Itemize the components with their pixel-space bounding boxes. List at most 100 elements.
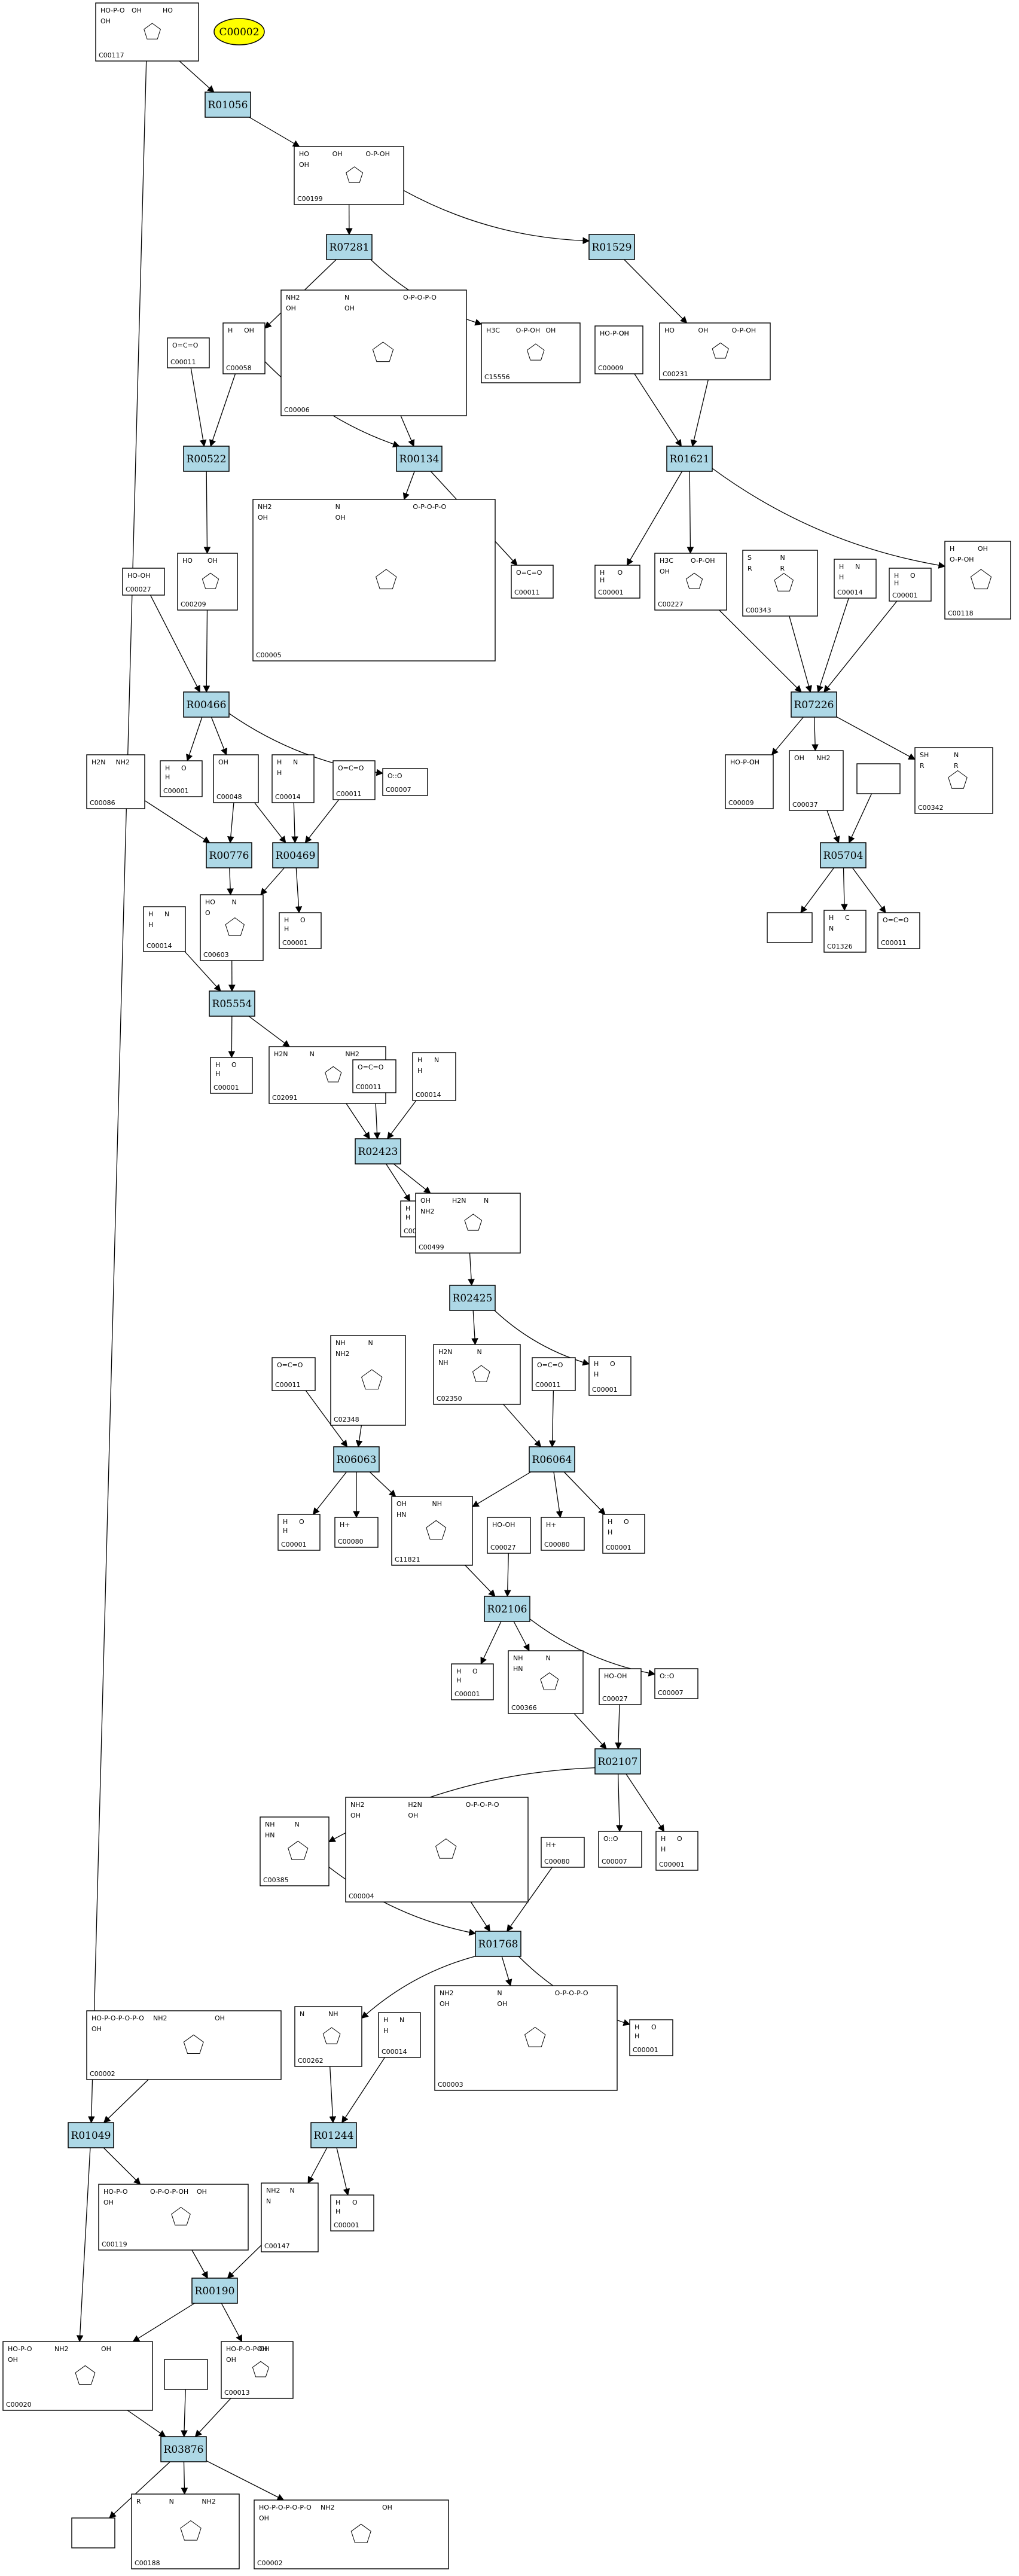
reaction-node[interactable]: R02425 bbox=[449, 1285, 496, 1311]
reaction-node[interactable]: R01049 bbox=[68, 2122, 114, 2148]
compound-node[interactable] bbox=[164, 2359, 208, 2390]
reaction-node[interactable]: R05704 bbox=[820, 842, 867, 868]
reaction-node[interactable]: R05554 bbox=[209, 990, 255, 1017]
reaction-node[interactable]: R06064 bbox=[529, 1446, 575, 1473]
compound-node[interactable] bbox=[856, 763, 901, 794]
compound-node[interactable]: H+C00080 bbox=[541, 1837, 585, 1868]
reaction-node[interactable]: R03876 bbox=[160, 2436, 207, 2462]
edge-group bbox=[190, 367, 207, 447]
reaction-node[interactable]: R02107 bbox=[594, 1748, 641, 1775]
reaction-node[interactable]: R07281 bbox=[326, 234, 373, 260]
ring-glyph bbox=[774, 572, 794, 592]
compound-node[interactable]: H+C00080 bbox=[541, 1517, 585, 1551]
reaction-node[interactable]: R00522 bbox=[183, 446, 230, 472]
reaction-node[interactable]: R01056 bbox=[205, 92, 251, 118]
compound-node[interactable] bbox=[767, 912, 813, 943]
reaction-node[interactable]: R00134 bbox=[396, 446, 443, 472]
reaction-node[interactable]: R00776 bbox=[206, 842, 252, 868]
reaction-node[interactable]: R01244 bbox=[310, 2122, 357, 2148]
reaction-node[interactable]: R07226 bbox=[791, 691, 837, 718]
reaction-node[interactable]: R00469 bbox=[272, 842, 319, 868]
compound-node[interactable] bbox=[71, 2517, 115, 2548]
reaction-node[interactable]: R02106 bbox=[484, 1596, 530, 1622]
reaction-node[interactable]: R00190 bbox=[191, 2278, 238, 2304]
reaction-node[interactable]: R01529 bbox=[588, 234, 635, 260]
reaction-node[interactable]: R06063 bbox=[333, 1446, 380, 1473]
selected-compound-marker[interactable]: C00002 bbox=[213, 18, 265, 45]
structure-fragment: HO-P-O bbox=[100, 7, 125, 14]
reaction-node[interactable]: R00466 bbox=[183, 691, 230, 718]
compound-id-label: C00001 bbox=[281, 1541, 307, 1548]
reaction-node[interactable]: R01768 bbox=[475, 1931, 521, 1957]
reaction-node[interactable]: R01621 bbox=[666, 446, 713, 472]
compound-node[interactable]: H+C00080 bbox=[334, 1517, 379, 1548]
reaction-node[interactable]: R02423 bbox=[355, 1138, 401, 1164]
